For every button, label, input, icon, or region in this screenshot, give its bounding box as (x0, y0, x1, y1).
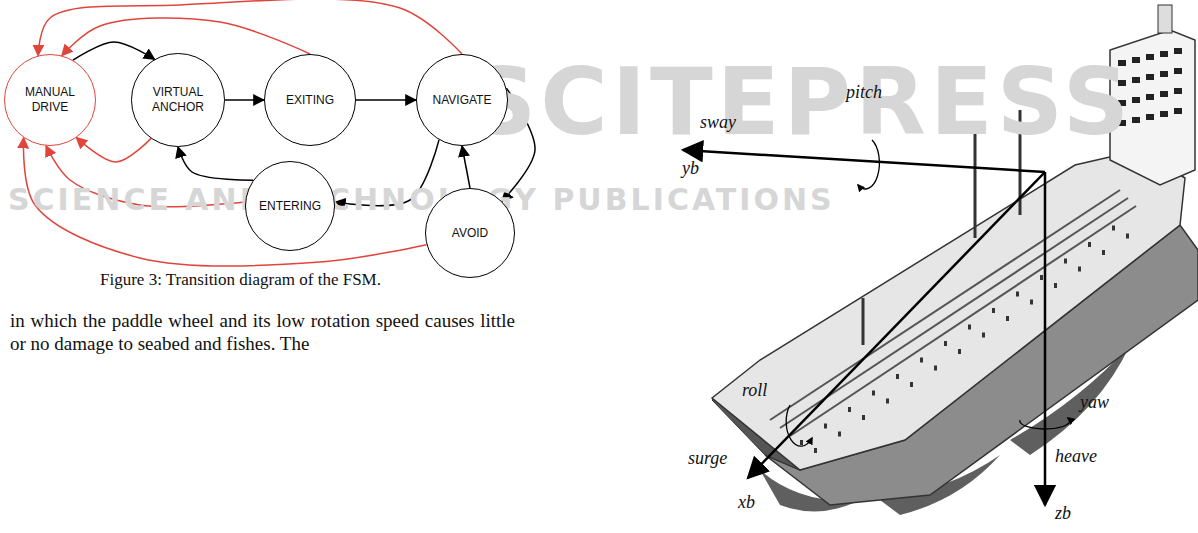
watermark: SCIENCE AND TECHNOLOGY PUBLICATIONS (8, 182, 835, 218)
axis-label: surge (688, 448, 727, 470)
transition-arrow (178, 147, 253, 180)
state-circle: AVOID (425, 188, 515, 278)
state-circle: VIRTUAL ANCHOR (131, 53, 225, 147)
figure-caption: Figure 3: Transition diagram of the FSM. (100, 270, 381, 290)
transition-arrow (38, 0, 462, 56)
state-circle: ENTERING (245, 161, 335, 251)
axis-label: yaw (1080, 392, 1109, 414)
deck-fittings (800, 226, 1129, 454)
state-circle: MANUAL DRIVE (4, 54, 96, 146)
transition-arrow (73, 42, 155, 60)
axis-label: pitch (846, 82, 882, 104)
transition-arrow (62, 18, 310, 56)
axis-label: sway (700, 112, 736, 134)
state-name: EXITING (286, 93, 334, 108)
watermark: SCITEPRESS (470, 48, 1133, 158)
axis-label: zb (1055, 503, 1071, 525)
body-text: in which the paddle wheel and its low ro… (10, 310, 515, 356)
state-circle: NAVIGATE (416, 54, 508, 146)
state-name: MANUAL DRIVE (13, 85, 87, 115)
axis-label: heave (1055, 446, 1097, 468)
axis-label: yb (682, 158, 699, 180)
state-name: VIRTUAL ANCHOR (140, 85, 216, 115)
transition-arrow (225, 99, 264, 101)
axis-label: roll (742, 380, 767, 402)
funnel (1158, 5, 1172, 33)
transition-arrow (76, 138, 151, 162)
state-circle: EXITING (264, 54, 356, 146)
state-name: NAVIGATE (433, 93, 492, 108)
state-name: ENTERING (259, 199, 321, 214)
transition-arrow (462, 146, 470, 188)
state-name: AVOID (452, 226, 488, 241)
axis-label: xb (738, 492, 755, 514)
transition-arrow (356, 99, 416, 101)
